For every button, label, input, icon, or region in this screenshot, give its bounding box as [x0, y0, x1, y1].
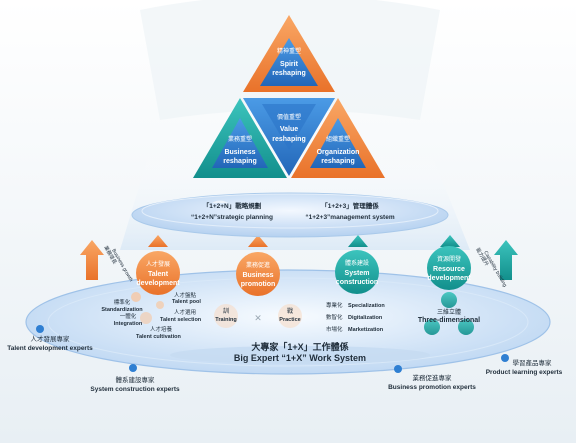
base-system-zh: 大專家「1+X」工作體係: [251, 341, 348, 352]
pillar-system: 體系建設 System construction: [335, 250, 379, 294]
triangle-right-blue: [310, 118, 366, 168]
talent-pool-zh: 人才盤點: [174, 291, 197, 299]
spirit-label-en2: reshaping: [272, 70, 305, 77]
resource-details: 三維立體 Three-dimensional: [418, 292, 480, 335]
digitalization-en: Digitalization: [348, 315, 383, 321]
expert-talent-zh: 人才發展專家: [31, 334, 71, 343]
resource-en1: Resource: [433, 266, 465, 273]
talent-selection-en: Talent selection: [160, 317, 202, 323]
pillar-business: 業務促進 Business promotion: [236, 252, 280, 296]
talent-zh: 人才發展: [146, 260, 170, 268]
value-label-en2: reshaping: [272, 136, 305, 143]
spirit-label-zh: 精神重塑: [277, 47, 301, 55]
business-zh: 業務促進: [246, 261, 270, 269]
base-system-en: Big Expert “1+X” Work System: [234, 353, 366, 363]
management-system-zh: 「1+2+3」管理體係: [321, 201, 379, 210]
integration-en: Integration: [114, 321, 143, 327]
expert-learning-zh: 學習產品專家: [513, 358, 553, 367]
platform-ring: [141, 193, 439, 229]
cross-icon: ✕: [254, 313, 262, 323]
pillar-talent: 人才發展 Talent development: [136, 251, 180, 295]
platform-ellipse: [131, 192, 449, 238]
expert-talent: 人才發展專家 Talent development experts: [7, 325, 93, 352]
talent-cultivation-en: Talent cultivation: [136, 334, 181, 340]
talent-cultivation-zh: 人才培養: [150, 325, 173, 333]
digitalization-zh: 數智化: [326, 313, 343, 321]
talent-en2: development: [136, 280, 180, 287]
integration-zh: 一體化: [120, 312, 137, 320]
expert-learning: 學習產品專家 Product learning experts: [486, 354, 563, 376]
organization-reshape-en1: Organization: [317, 149, 360, 156]
talent-details: 人才盤點 Talent pool 標準化 Standardization 一體化…: [101, 291, 201, 340]
organization-reshape-zh: 組織重塑: [326, 135, 350, 143]
expert-system: 體系建設專家 System construction experts: [90, 364, 180, 393]
expert-system-en: System construction experts: [90, 386, 180, 393]
expert-business-zh: 業務促進專家: [413, 373, 453, 382]
practice-zh: 戰: [287, 307, 293, 315]
business-reshape-en1: Business: [224, 149, 255, 156]
practice-en: Practice: [279, 317, 300, 323]
training-en: Training: [215, 317, 236, 323]
expert-business-en: Business promotion experts: [388, 384, 476, 391]
base-label-band: [170, 346, 430, 364]
value-label-en1: Value: [280, 126, 298, 133]
expert-system-zh: 體系建設專家: [116, 375, 156, 384]
triangle-top-blue: [260, 38, 318, 86]
talent-selection-zh: 人才選用: [174, 308, 196, 316]
base-inner-ring: [47, 277, 529, 367]
business-en2: promotion: [241, 281, 276, 288]
business-en1: Business: [242, 272, 273, 279]
pillar-arrows: [148, 235, 460, 247]
system-zh: 體系建設: [345, 259, 369, 267]
business-reshape-en2: reshaping: [223, 158, 256, 165]
business-details: 訓 Training ✕ 戰 Practice: [214, 304, 302, 328]
standardization-en: Standardization: [101, 307, 143, 313]
business-reshape-zh: 業務重塑: [228, 135, 252, 143]
spirit-label-en1: Spirit: [280, 61, 299, 68]
talent-en1: Talent: [148, 271, 169, 278]
standardization-zh: 標準化: [114, 298, 131, 306]
expert-talent-en: Talent development experts: [7, 345, 93, 352]
value-label-zh: 價值重塑: [277, 113, 301, 121]
organization-reshape-en2: reshaping: [321, 158, 354, 165]
marketization-en: Marketization: [348, 327, 384, 333]
strategic-planning-zh: 「1+2+N」戰略規劃: [203, 201, 262, 210]
strategic-planning-en: “1+2+N”strategic planning: [191, 214, 273, 221]
triangle-center-inner: [262, 104, 316, 150]
marketization-zh: 市場化: [326, 325, 343, 333]
management-system-en: “1+2+3”management system: [305, 214, 394, 221]
system-details: 專業化 Specialization 數智化 Digitalization 市場…: [326, 301, 385, 333]
talent-pool-en: Talent pool: [172, 299, 201, 305]
expert-learning-en: Product learning experts: [486, 369, 563, 376]
system-en1: System: [345, 270, 370, 277]
three-dimensional-en: Three-dimensional: [418, 317, 480, 324]
specialization-en: Specialization: [348, 303, 385, 309]
resource-zh: 資源開發: [437, 255, 461, 263]
specialization-zh: 專業化: [326, 301, 343, 309]
resource-en2: development: [427, 275, 471, 282]
expert-business: 業務促進專家 Business promotion experts: [388, 365, 476, 391]
reshaping-triangle: 精神重塑 Spirit reshaping 價值重塑 Value reshapi…: [193, 15, 385, 178]
training-zh: 訓: [223, 307, 229, 315]
platform-highlight: [212, 200, 228, 203]
system-en2: construction: [336, 279, 378, 286]
pillar-resource: 資源開發 Resource development: [427, 246, 471, 290]
three-dimensional-zh: 三維立體: [437, 308, 461, 316]
triangle-left-blue: [212, 118, 268, 168]
